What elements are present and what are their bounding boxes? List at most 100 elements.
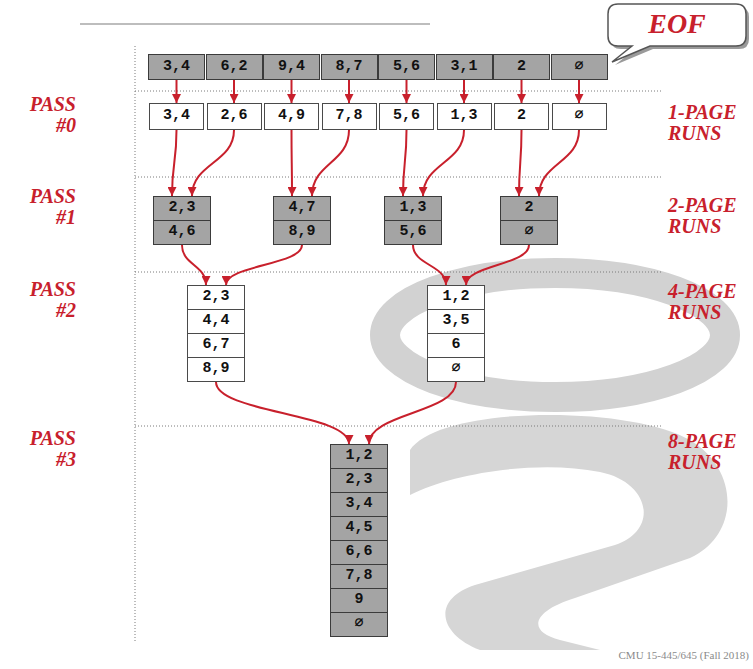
page-values: 2,3 [168, 200, 195, 217]
page-box: 8,9 [273, 220, 331, 245]
page-box: 2,3 [187, 285, 245, 310]
merge-arrow [521, 80, 523, 103]
page-values: 9,4 [278, 59, 305, 76]
merge-arrow [423, 130, 464, 196]
merge-arrow [519, 130, 522, 196]
page-box: 6,2 [206, 54, 263, 80]
pass-label-text: PASS #2 [30, 278, 76, 321]
merge-arrow [192, 130, 234, 196]
page-values: 1,2 [345, 448, 372, 465]
merge-arrow [182, 245, 206, 285]
page-values: 5,6 [393, 59, 420, 76]
page-values: 2 [517, 59, 526, 76]
merge-arrow [291, 130, 294, 196]
page-box: 3,4 [148, 54, 205, 80]
page-box: 4,7 [273, 196, 331, 221]
callout-shape [608, 4, 746, 62]
page-box: 7,8 [330, 564, 388, 589]
pass-label-text: PASS #0 [30, 93, 76, 136]
page-values: 2,3 [202, 289, 229, 306]
pass-label: PASS #3 [8, 428, 76, 470]
page-box: 4,4 [187, 309, 245, 334]
page-values: 8,9 [288, 224, 315, 241]
dotted-divider [135, 46, 136, 642]
header-rule [80, 23, 430, 25]
page-box: 6 [427, 333, 485, 358]
run-size-label-text: 8-PAGE RUNS [668, 430, 737, 473]
page-values: 6 [451, 337, 460, 354]
page-box: 5,6 [378, 54, 435, 80]
page-box: 4,6 [153, 220, 211, 245]
page-values: 3,5 [442, 313, 469, 330]
page-box: 1,3 [384, 196, 442, 221]
merge-arrow [216, 382, 349, 444]
dotted-divider [135, 177, 662, 178]
run-size-label: 8-PAGE RUNS [668, 431, 748, 473]
page-box: ∅ [552, 103, 607, 130]
page-values: ∅ [451, 361, 460, 378]
page-box: 2 [494, 103, 549, 130]
callout-bubble: EOF [606, 2, 748, 66]
page-box: 2 [493, 54, 550, 80]
merge-arrow [233, 80, 235, 103]
page-values: ∅ [574, 108, 583, 125]
run-size-label-text: 4-PAGE RUNS [668, 280, 737, 323]
page-box: 3,4 [330, 492, 388, 517]
run-size-label-text: 2-PAGE RUNS [668, 194, 737, 237]
merge-arrow [406, 80, 408, 103]
pass-label: PASS #1 [8, 186, 76, 228]
page-box: 8,7 [321, 54, 378, 80]
page-values: 3,4 [345, 496, 372, 513]
page-values: 4,4 [202, 313, 229, 330]
merge-arrow [176, 80, 178, 103]
merge-arrow [312, 130, 349, 196]
dotted-divider [135, 426, 662, 427]
dotted-divider [135, 272, 662, 273]
merge-arrow [466, 245, 529, 285]
pass-label-text: PASS #1 [30, 185, 76, 228]
page-box: 5,6 [384, 220, 442, 245]
dotted-divider [135, 91, 662, 92]
page-values: 5,6 [393, 108, 420, 125]
merge-arrow [172, 130, 177, 196]
run-size-label: 2-PAGE RUNS [668, 195, 748, 237]
page-values: 7,8 [345, 568, 372, 585]
merge-arrow [413, 245, 446, 285]
pass-label: PASS #0 [8, 94, 76, 136]
merge-arrow [578, 80, 580, 103]
page-box: 8,9 [187, 357, 245, 382]
page-box: 3,4 [149, 103, 204, 130]
page-values: ∅ [354, 616, 363, 633]
pass-label-text: PASS #3 [30, 427, 76, 470]
page-box: 7,8 [322, 103, 377, 130]
page-values: 1,2 [442, 289, 469, 306]
page-values: 4,9 [278, 108, 305, 125]
merge-arrow [539, 130, 579, 196]
merge-arrow [463, 80, 465, 103]
page-box: 2,3 [153, 196, 211, 221]
page-values: 2,3 [345, 472, 372, 489]
page-values: ∅ [524, 224, 533, 241]
run-size-label: 1-PAGE RUNS [668, 102, 748, 144]
page-values: 2 [524, 200, 533, 217]
page-box: ∅ [330, 612, 388, 637]
page-box: 3,1 [436, 54, 493, 80]
callout-text: EOF [648, 10, 706, 38]
page-values: 6,2 [220, 59, 247, 76]
page-box: ∅ [500, 220, 558, 245]
pass-label: PASS #2 [8, 279, 76, 321]
page-values: 2,6 [220, 108, 247, 125]
page-values: 4,7 [288, 200, 315, 217]
page-values: 1,3 [450, 108, 477, 125]
page-values: 6,6 [345, 544, 372, 561]
page-box: ∅ [427, 357, 485, 382]
page-box: 1,2 [330, 444, 388, 469]
page-box: 6,6 [330, 540, 388, 565]
merge-arrow [348, 80, 350, 103]
page-values: 5,6 [399, 224, 426, 241]
footer-note: CMU 15-445/645 (Fall 2018) [540, 650, 751, 662]
page-values: 8,9 [202, 361, 229, 378]
footer-note-text: CMU 15-445/645 (Fall 2018) [619, 649, 749, 661]
page-box: 4,9 [264, 103, 319, 130]
page-box: 6,7 [187, 333, 245, 358]
